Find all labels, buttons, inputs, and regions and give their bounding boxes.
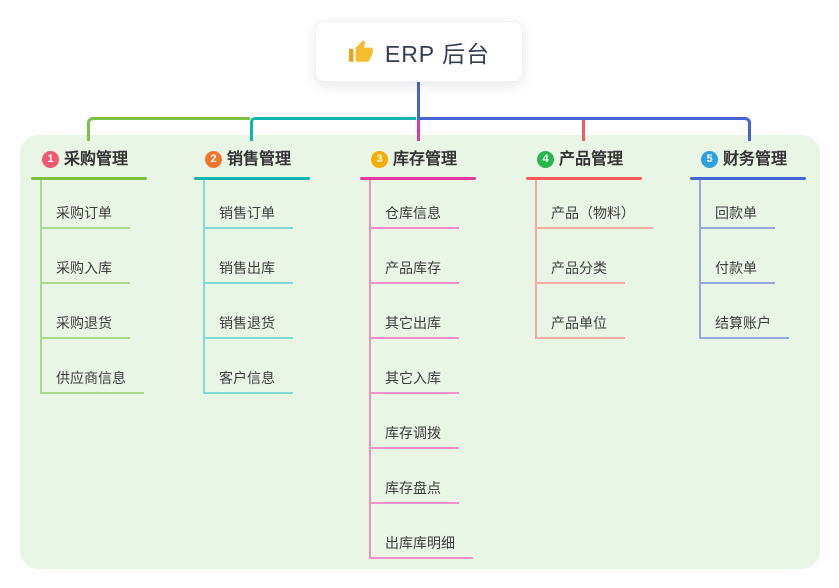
branch-1-underline (31, 177, 147, 180)
root-node-label: ERP 后台 (384, 40, 491, 67)
branch-4-number-badge: 4 (537, 151, 554, 168)
branch-3-child-1[interactable]: 仓库信息 (369, 205, 459, 229)
branch-1-number-badge: 1 (42, 151, 59, 168)
branch-5-title[interactable]: 财务管理 (723, 151, 788, 168)
branch-2-child-2[interactable]: 销售出库 (203, 260, 293, 284)
branch-5-child-1[interactable]: 回款单 (699, 205, 775, 229)
branch-4-child-line (535, 180, 537, 339)
branch-4-child-1[interactable]: 产品（物料） (535, 205, 653, 229)
branch-2-title[interactable]: 销售管理 (227, 151, 292, 168)
branch-5-number-badge: 5 (701, 151, 718, 168)
branch-4-underline (526, 177, 642, 180)
branch-2-child-1[interactable]: 销售订单 (203, 205, 293, 229)
branch-2-underline (194, 177, 310, 180)
branch-2-child-3[interactable]: 销售退货 (203, 315, 293, 339)
connector-branch5-elbow (418, 117, 751, 141)
branch-5-child-2[interactable]: 付款单 (699, 260, 775, 284)
branch-3-child-5[interactable]: 库存调拨 (369, 425, 459, 449)
connector-root-vertical (417, 81, 420, 120)
branch-1-child-line (40, 180, 42, 394)
branch-3-child-7[interactable]: 出库库明细 (369, 535, 473, 559)
branch-3-child-3[interactable]: 其它出库 (369, 315, 459, 339)
thumbs-up-icon (348, 39, 374, 65)
connector-branch2-elbow (250, 117, 416, 141)
branch-5-underline (690, 177, 806, 180)
connector-branch4-drop (582, 120, 585, 141)
branch-5-child-3[interactable]: 结算账户 (699, 315, 789, 339)
branch-4-child-2[interactable]: 产品分类 (535, 260, 625, 284)
branch-1-child-1[interactable]: 采购订单 (40, 205, 130, 229)
branch-3-title[interactable]: 库存管理 (393, 151, 458, 168)
branch-1-child-2[interactable]: 采购入库 (40, 260, 130, 284)
branch-group-panel (20, 135, 820, 569)
branch-3-number-badge: 3 (371, 151, 388, 168)
connector-branch1-elbow (87, 117, 250, 141)
branch-2-child-line (203, 180, 205, 394)
branch-4-title[interactable]: 产品管理 (559, 151, 624, 168)
branch-4-child-3[interactable]: 产品单位 (535, 315, 625, 339)
branch-3-child-4[interactable]: 其它入库 (369, 370, 459, 394)
branch-1-child-4[interactable]: 供应商信息 (40, 370, 144, 394)
branch-3-child-2[interactable]: 产品库存 (369, 260, 459, 284)
branch-3-underline (360, 177, 476, 180)
branch-1-child-3[interactable]: 采购退货 (40, 315, 130, 339)
branch-2-child-4[interactable]: 客户信息 (203, 370, 293, 394)
connector-branch3-drop (417, 120, 420, 141)
branch-2-number-badge: 2 (205, 151, 222, 168)
branch-3-child-line (369, 180, 371, 559)
branch-1-title[interactable]: 采购管理 (64, 151, 129, 168)
branch-5-child-line (699, 180, 701, 339)
branch-3-child-6[interactable]: 库存盘点 (369, 480, 459, 504)
root-node-erp[interactable]: ERP 后台 (315, 21, 523, 82)
